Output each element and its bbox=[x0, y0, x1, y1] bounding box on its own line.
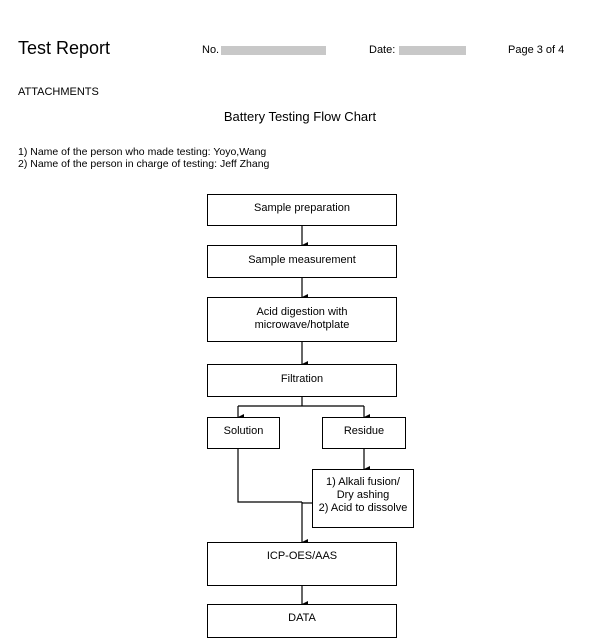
step-label: ICP-OES/AAS bbox=[266, 550, 338, 562]
redacted-report-number bbox=[221, 46, 326, 55]
treatment-line-3: 2) Acid to dissolve bbox=[318, 502, 408, 514]
step-label: Filtration bbox=[280, 373, 324, 385]
step-sample-preparation: Sample preparation bbox=[207, 194, 397, 226]
step-residue-treatment: 1) Alkali fusion/ Dry ashing 2) Acid to … bbox=[312, 469, 414, 528]
page-number: Page 3 of 4 bbox=[508, 44, 565, 56]
treatment-line-1: 1) Alkali fusion/ bbox=[326, 476, 400, 488]
treatment-line-2: Dry ashing bbox=[336, 489, 390, 501]
step-icp-oes-aas: ICP-OES/AAS bbox=[207, 542, 397, 586]
step-sample-measurement: Sample measurement bbox=[207, 245, 397, 278]
step-residue: Residue bbox=[322, 417, 406, 449]
step-solution: Solution bbox=[207, 417, 280, 449]
step-label-line-1: Acid digestion with bbox=[256, 306, 348, 318]
report-number-label: No. bbox=[202, 44, 220, 56]
redacted-date bbox=[399, 46, 466, 55]
flow-chart-title: Battery Testing Flow Chart bbox=[223, 109, 377, 124]
step-filtration: Filtration bbox=[207, 364, 397, 397]
step-label: Residue bbox=[343, 425, 385, 437]
step-acid-digestion: Acid digestion with microwave/hotplate bbox=[207, 297, 397, 342]
step-label: DATA bbox=[288, 612, 316, 624]
step-label: Solution bbox=[223, 425, 264, 437]
line-solution-to-merge bbox=[237, 449, 302, 503]
section-label: ATTACHMENTS bbox=[18, 86, 99, 98]
step-label: Sample measurement bbox=[248, 254, 356, 266]
date-label: Date: bbox=[369, 44, 396, 56]
person-in-charge: 2) Name of the person in charge of testi… bbox=[18, 158, 270, 170]
tester-name: 1) Name of the person who made testing: … bbox=[18, 146, 267, 158]
step-label-line-2: microwave/hotplate bbox=[254, 319, 350, 331]
step-data: DATA bbox=[207, 604, 397, 638]
step-label: Sample preparation bbox=[253, 202, 350, 214]
report-title: Test Report bbox=[18, 38, 111, 58]
